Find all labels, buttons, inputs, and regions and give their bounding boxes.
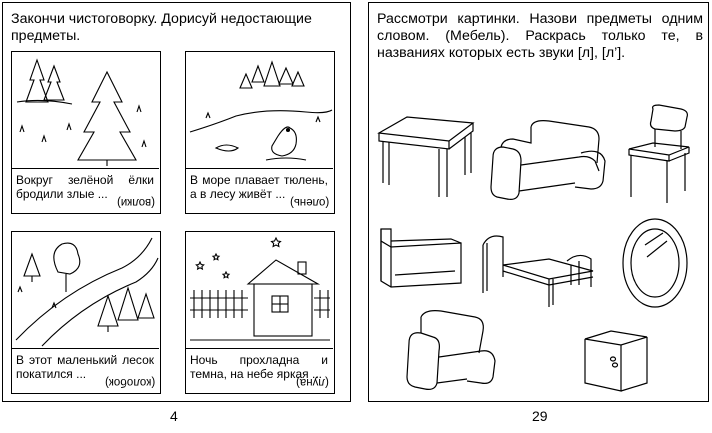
house-wall: [253, 283, 313, 337]
star-icon: [211, 252, 221, 261]
fir-tree-small-2: [43, 64, 65, 101]
star-icon: [270, 236, 282, 248]
right-instruction: Рассмотри картинки. Назови предметы одни…: [377, 11, 703, 61]
answer-upside-down: (колобок): [104, 376, 155, 388]
right-page: Рассмотри картинки. Назови предметы одни…: [368, 2, 709, 402]
nightstand-icon: [584, 330, 648, 392]
bed-icon: [482, 235, 594, 307]
fence: [190, 290, 330, 318]
fir-tree-large: [77, 70, 137, 161]
caption-box: Вокруг зелёной ёлки бродили злые ... (во…: [12, 168, 159, 212]
water-puddle: [214, 144, 240, 152]
star-icon: [195, 260, 205, 271]
shelf-icon: [380, 228, 462, 288]
answer-upside-down: (олень): [289, 196, 329, 208]
panel-forest-path: В этот маленький лесок покатился ... (ко…: [11, 231, 161, 394]
forest-on-shore: [239, 60, 305, 89]
caption-box: В море плавает тюлень, а в лесу живёт ..…: [186, 168, 333, 212]
left-instruction: Закончи чистоговорку. Дорисуй недостающи…: [11, 11, 312, 44]
answer-upside-down: (волки): [117, 196, 155, 208]
caption-box: В этот маленький лесок покатился ... (ко…: [12, 348, 159, 392]
path-edge-2: [41, 257, 159, 347]
house-chimney: [297, 261, 307, 275]
fir-tree-1: [23, 252, 41, 282]
caption-box: Ночь прохладна и темна, на небе яркая ..…: [186, 348, 333, 392]
page-number-left: 4: [170, 408, 178, 424]
star-icon: [221, 270, 231, 279]
fir-forest-picture: [16, 58, 147, 166]
caption-text: В море плавает тюлень, а в лесу живёт ..…: [190, 173, 328, 201]
panel-night-house: Ночь прохладна и темна, на небе яркая ..…: [185, 231, 335, 394]
mirror-icon: [622, 218, 688, 308]
deciduous-tree: [53, 242, 81, 292]
panel-sea-seal: В море плавает тюлень, а в лесу живёт ..…: [185, 51, 335, 214]
fir-tree-2: [97, 294, 119, 332]
path-edge-1: [15, 237, 153, 341]
fir-tree-3: [117, 286, 139, 321]
page-number-right: 29: [532, 408, 548, 424]
caption-text: Ночь прохладна и темна, на небе яркая ..…: [190, 353, 328, 381]
fir-tree-small-1: [25, 58, 49, 103]
caption-text: Вокруг зелёной ёлки бродили злые ...: [16, 173, 154, 201]
panel-fir-forest: Вокруг зелёной ёлки бродили злые ... (во…: [11, 51, 161, 214]
sea-seal-picture: [189, 60, 333, 161]
caption-text: В этот маленький лесок покатился ...: [16, 353, 154, 381]
armchair-icon: [406, 310, 496, 390]
table-icon: [377, 116, 475, 197]
night-house-picture: [190, 236, 330, 341]
left-page: Закончи чистоговорку. Дорисуй недостающи…: [2, 2, 351, 402]
sofa-icon: [490, 120, 606, 200]
fir-tree-4: [137, 292, 155, 319]
forest-path-picture: [15, 237, 159, 347]
shore-line: [189, 109, 333, 133]
seal: [271, 126, 297, 157]
chair-icon: [628, 104, 690, 203]
answer-upside-down: (луна): [296, 376, 329, 388]
house-roof: [246, 259, 321, 285]
